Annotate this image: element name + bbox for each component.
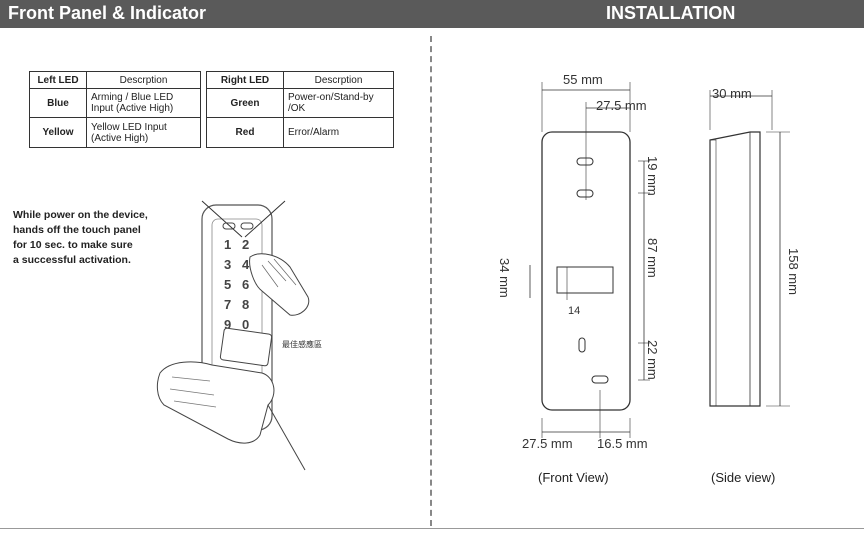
bottom-spacing-label: 22 mm (645, 340, 660, 380)
left-led-color: Yellow (29, 117, 87, 148)
section-divider (430, 36, 432, 526)
right-led-desc: Error/Alarm (283, 117, 394, 148)
front-view-caption: (Front View) (538, 470, 609, 485)
key-8: 8 (242, 297, 249, 312)
bottom-right-label: 16.5 mm (597, 436, 648, 451)
side-height-label: 158 mm (786, 248, 801, 295)
front-half-width-label: 27.5 mm (596, 98, 647, 113)
section-title-installation: INSTALLATION (606, 3, 736, 23)
key-1: 1 (224, 237, 231, 252)
left-led-color: Blue (29, 88, 87, 118)
left-desc-header: Descrption (86, 71, 201, 89)
right-desc-header: Descrption (283, 71, 394, 89)
window-offset-label: 14 (568, 305, 581, 317)
card-zone-label: 最佳感應區 (282, 339, 322, 349)
front-view-drawing (529, 82, 650, 438)
left-led-header: Left LED (29, 71, 87, 89)
key-6: 6 (242, 277, 249, 292)
key-2: 2 (242, 237, 249, 252)
bottom-rule (0, 528, 864, 529)
left-led-desc: Yellow LED Input(Active High) (86, 117, 201, 148)
right-led-header: Right LED (206, 71, 284, 89)
side-view-caption: (Side view) (711, 470, 776, 485)
key-3: 3 (224, 257, 231, 272)
side-view-drawing (709, 90, 790, 407)
right-led-table: Right LED Descrption Green Power-on/Stan… (206, 71, 394, 148)
side-depth-label: 30 mm (712, 86, 752, 101)
header-bar: Front Panel & Indicator INSTALLATION (0, 0, 864, 28)
left-led-table: Left LED Descrption Blue Arming / Blue L… (29, 71, 201, 148)
key-4: 4 (242, 257, 250, 272)
right-led-color: Red (206, 117, 284, 148)
right-led-color: Green (206, 88, 284, 118)
front-width-label: 55 mm (563, 72, 603, 87)
top-spacing-label: 19 mm (645, 156, 660, 196)
keypad-illustration: 1 2 3 4 5 6 7 8 9 0 * # 最佳感應區 (156, 200, 322, 471)
window-height-label: 34 mm (497, 258, 512, 298)
activation-note: While power on the device, hands off the… (13, 209, 148, 266)
key-5: 5 (224, 277, 231, 292)
key-9: 9 (224, 317, 231, 332)
mid-spacing-label: 87 mm (645, 238, 660, 278)
right-led-desc: Power-on/Stand-by/OK (283, 88, 394, 118)
bottom-left-label: 27.5 mm (522, 436, 573, 451)
section-title-front-panel: Front Panel & Indicator (8, 3, 207, 23)
key-0: 0 (242, 317, 249, 332)
key-7: 7 (224, 297, 231, 312)
